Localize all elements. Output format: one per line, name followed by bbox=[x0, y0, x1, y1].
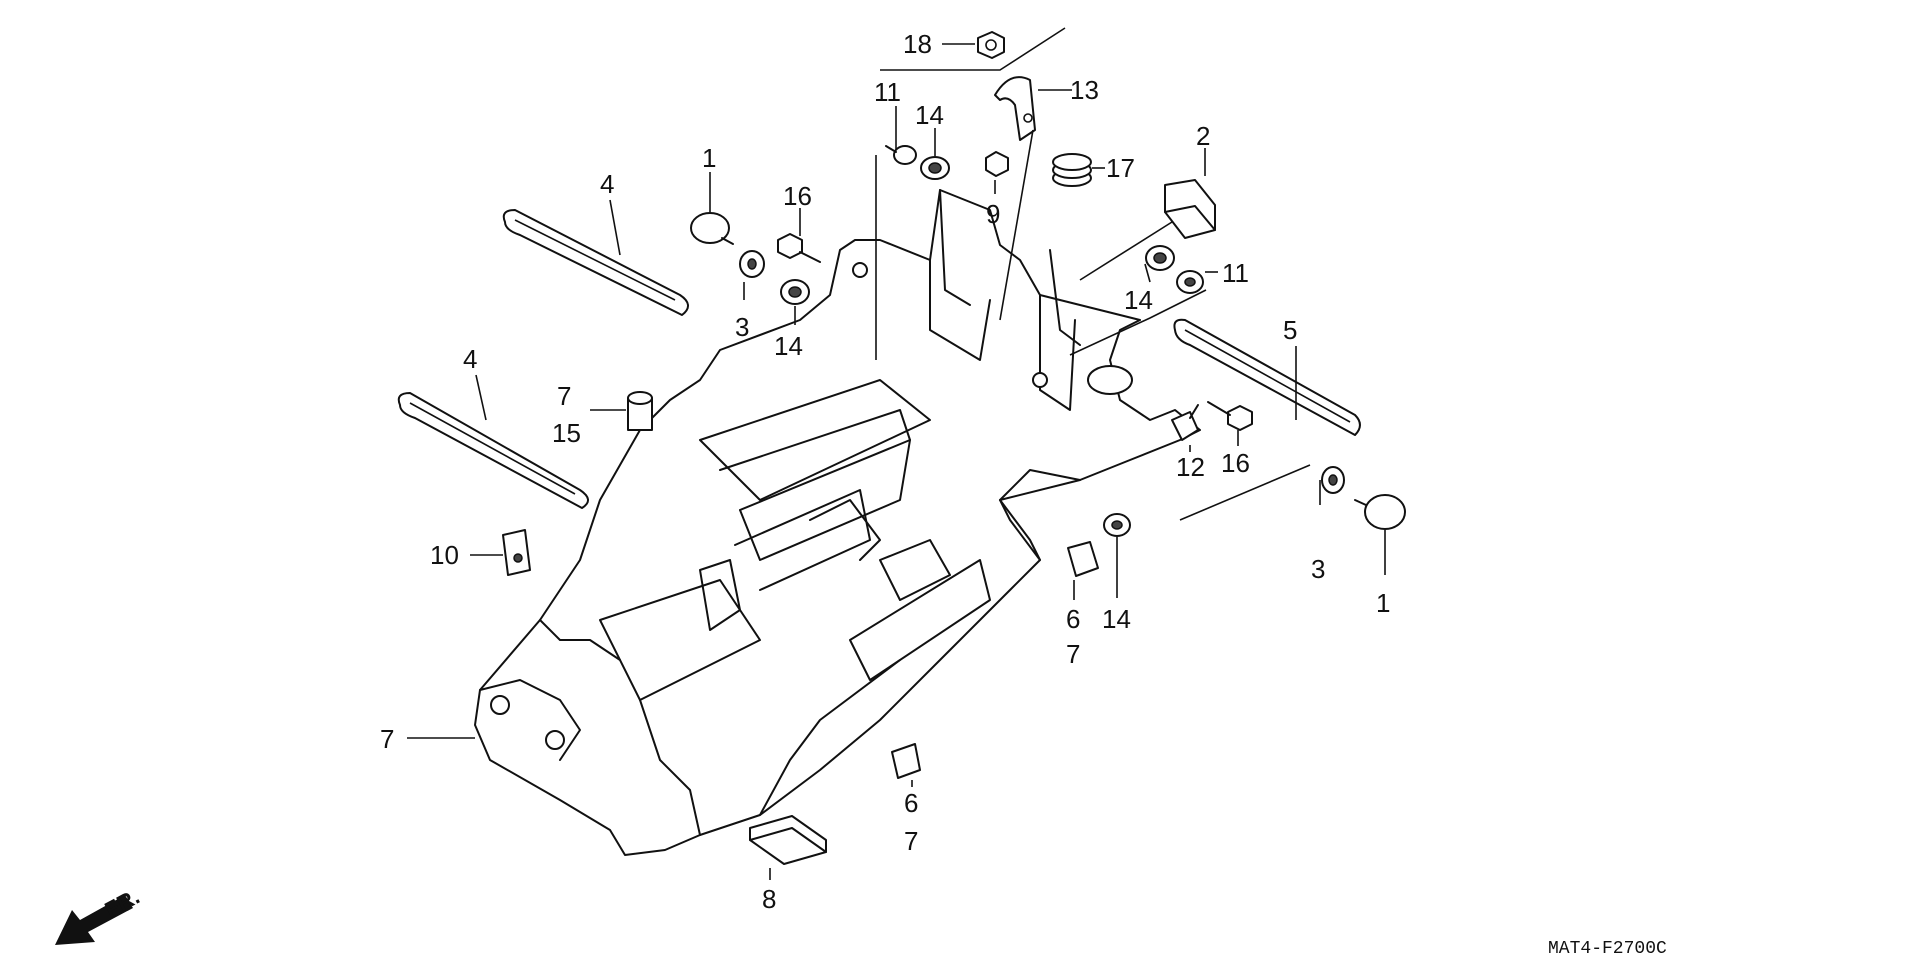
part-11-bolt bbox=[885, 145, 917, 165]
callout-18: 18 bbox=[903, 29, 932, 59]
callout-6-upper: 6 bbox=[1066, 604, 1080, 634]
part-16-bolt-left bbox=[777, 233, 821, 263]
part-3-collar-left bbox=[739, 250, 765, 278]
callout-14-right: 14 bbox=[1124, 285, 1153, 315]
part-6-clip-upper bbox=[1067, 541, 1099, 577]
part-11-bolt-right bbox=[1176, 270, 1204, 294]
arrow-down-left-icon bbox=[55, 895, 133, 945]
callout-3-left: 3 bbox=[735, 312, 749, 342]
part-15-collar bbox=[627, 391, 653, 431]
front-direction-marker: FR. bbox=[55, 884, 144, 945]
part-14-grommet-lower bbox=[1103, 513, 1131, 537]
callout-4-lower: 4 bbox=[463, 344, 477, 374]
callout-8: 8 bbox=[762, 884, 776, 914]
callout-16-right: 16 bbox=[1221, 448, 1250, 478]
callout-labels: 18 13 11 14 9 17 2 1 16 4 3 14 14 11 5 4… bbox=[380, 29, 1390, 914]
callout-1-right: 1 bbox=[1376, 588, 1390, 618]
callout-9: 9 bbox=[986, 199, 1000, 229]
callout-7-left: 7 bbox=[380, 724, 394, 754]
callout-4-upper: 4 bbox=[600, 169, 614, 199]
callout-14-left: 14 bbox=[774, 331, 803, 361]
callout-7-lower: 7 bbox=[904, 826, 918, 856]
diagram-code: MAT4-F2700C bbox=[1548, 939, 1667, 959]
callout-15: 15 bbox=[552, 418, 581, 448]
part-6-clip-lower bbox=[891, 743, 921, 779]
rear-fender-body bbox=[474, 189, 1201, 856]
part-1-damper-left bbox=[690, 212, 734, 245]
callout-13: 13 bbox=[1070, 75, 1099, 105]
part-17-rubber-mount bbox=[1052, 153, 1092, 187]
callout-17: 17 bbox=[1106, 153, 1135, 183]
part-9-nut bbox=[985, 151, 1009, 177]
part-8-pad bbox=[749, 815, 827, 865]
part-5-seal-strip bbox=[1173, 318, 1361, 436]
callout-3-right: 3 bbox=[1311, 554, 1325, 584]
callout-11: 11 bbox=[874, 77, 901, 107]
callout-7-mid: 7 bbox=[1066, 639, 1080, 669]
callout-7-upper: 7 bbox=[557, 381, 571, 411]
part-3-collar-right bbox=[1321, 466, 1345, 494]
callout-14-lower: 14 bbox=[1102, 604, 1131, 634]
part-14-grommet-left bbox=[780, 279, 810, 305]
part-4-seal-upper bbox=[502, 209, 689, 316]
part-12-screw bbox=[1171, 404, 1199, 441]
part-18-nut bbox=[977, 31, 1005, 59]
part-14-grommet bbox=[920, 156, 950, 180]
callout-2: 2 bbox=[1196, 121, 1210, 151]
part-14-grommet-right bbox=[1145, 245, 1175, 271]
part-16-bolt-right bbox=[1207, 401, 1253, 431]
callout-14: 14 bbox=[915, 100, 944, 130]
part-1-damper-right bbox=[1354, 494, 1406, 530]
callout-16-left: 16 bbox=[783, 181, 812, 211]
part-4-seal-lower bbox=[397, 392, 589, 509]
callout-6-lower: 6 bbox=[904, 788, 918, 818]
callout-5: 5 bbox=[1283, 315, 1297, 345]
callout-12: 12 bbox=[1176, 452, 1205, 482]
part-2-pad bbox=[1164, 179, 1216, 239]
leader-lines bbox=[407, 27, 1386, 880]
callout-11-right: 11 bbox=[1222, 258, 1249, 288]
part-13-clip bbox=[994, 76, 1036, 141]
part-10-clip bbox=[502, 529, 531, 576]
callout-1-left: 1 bbox=[702, 143, 716, 173]
callout-10: 10 bbox=[430, 540, 459, 570]
